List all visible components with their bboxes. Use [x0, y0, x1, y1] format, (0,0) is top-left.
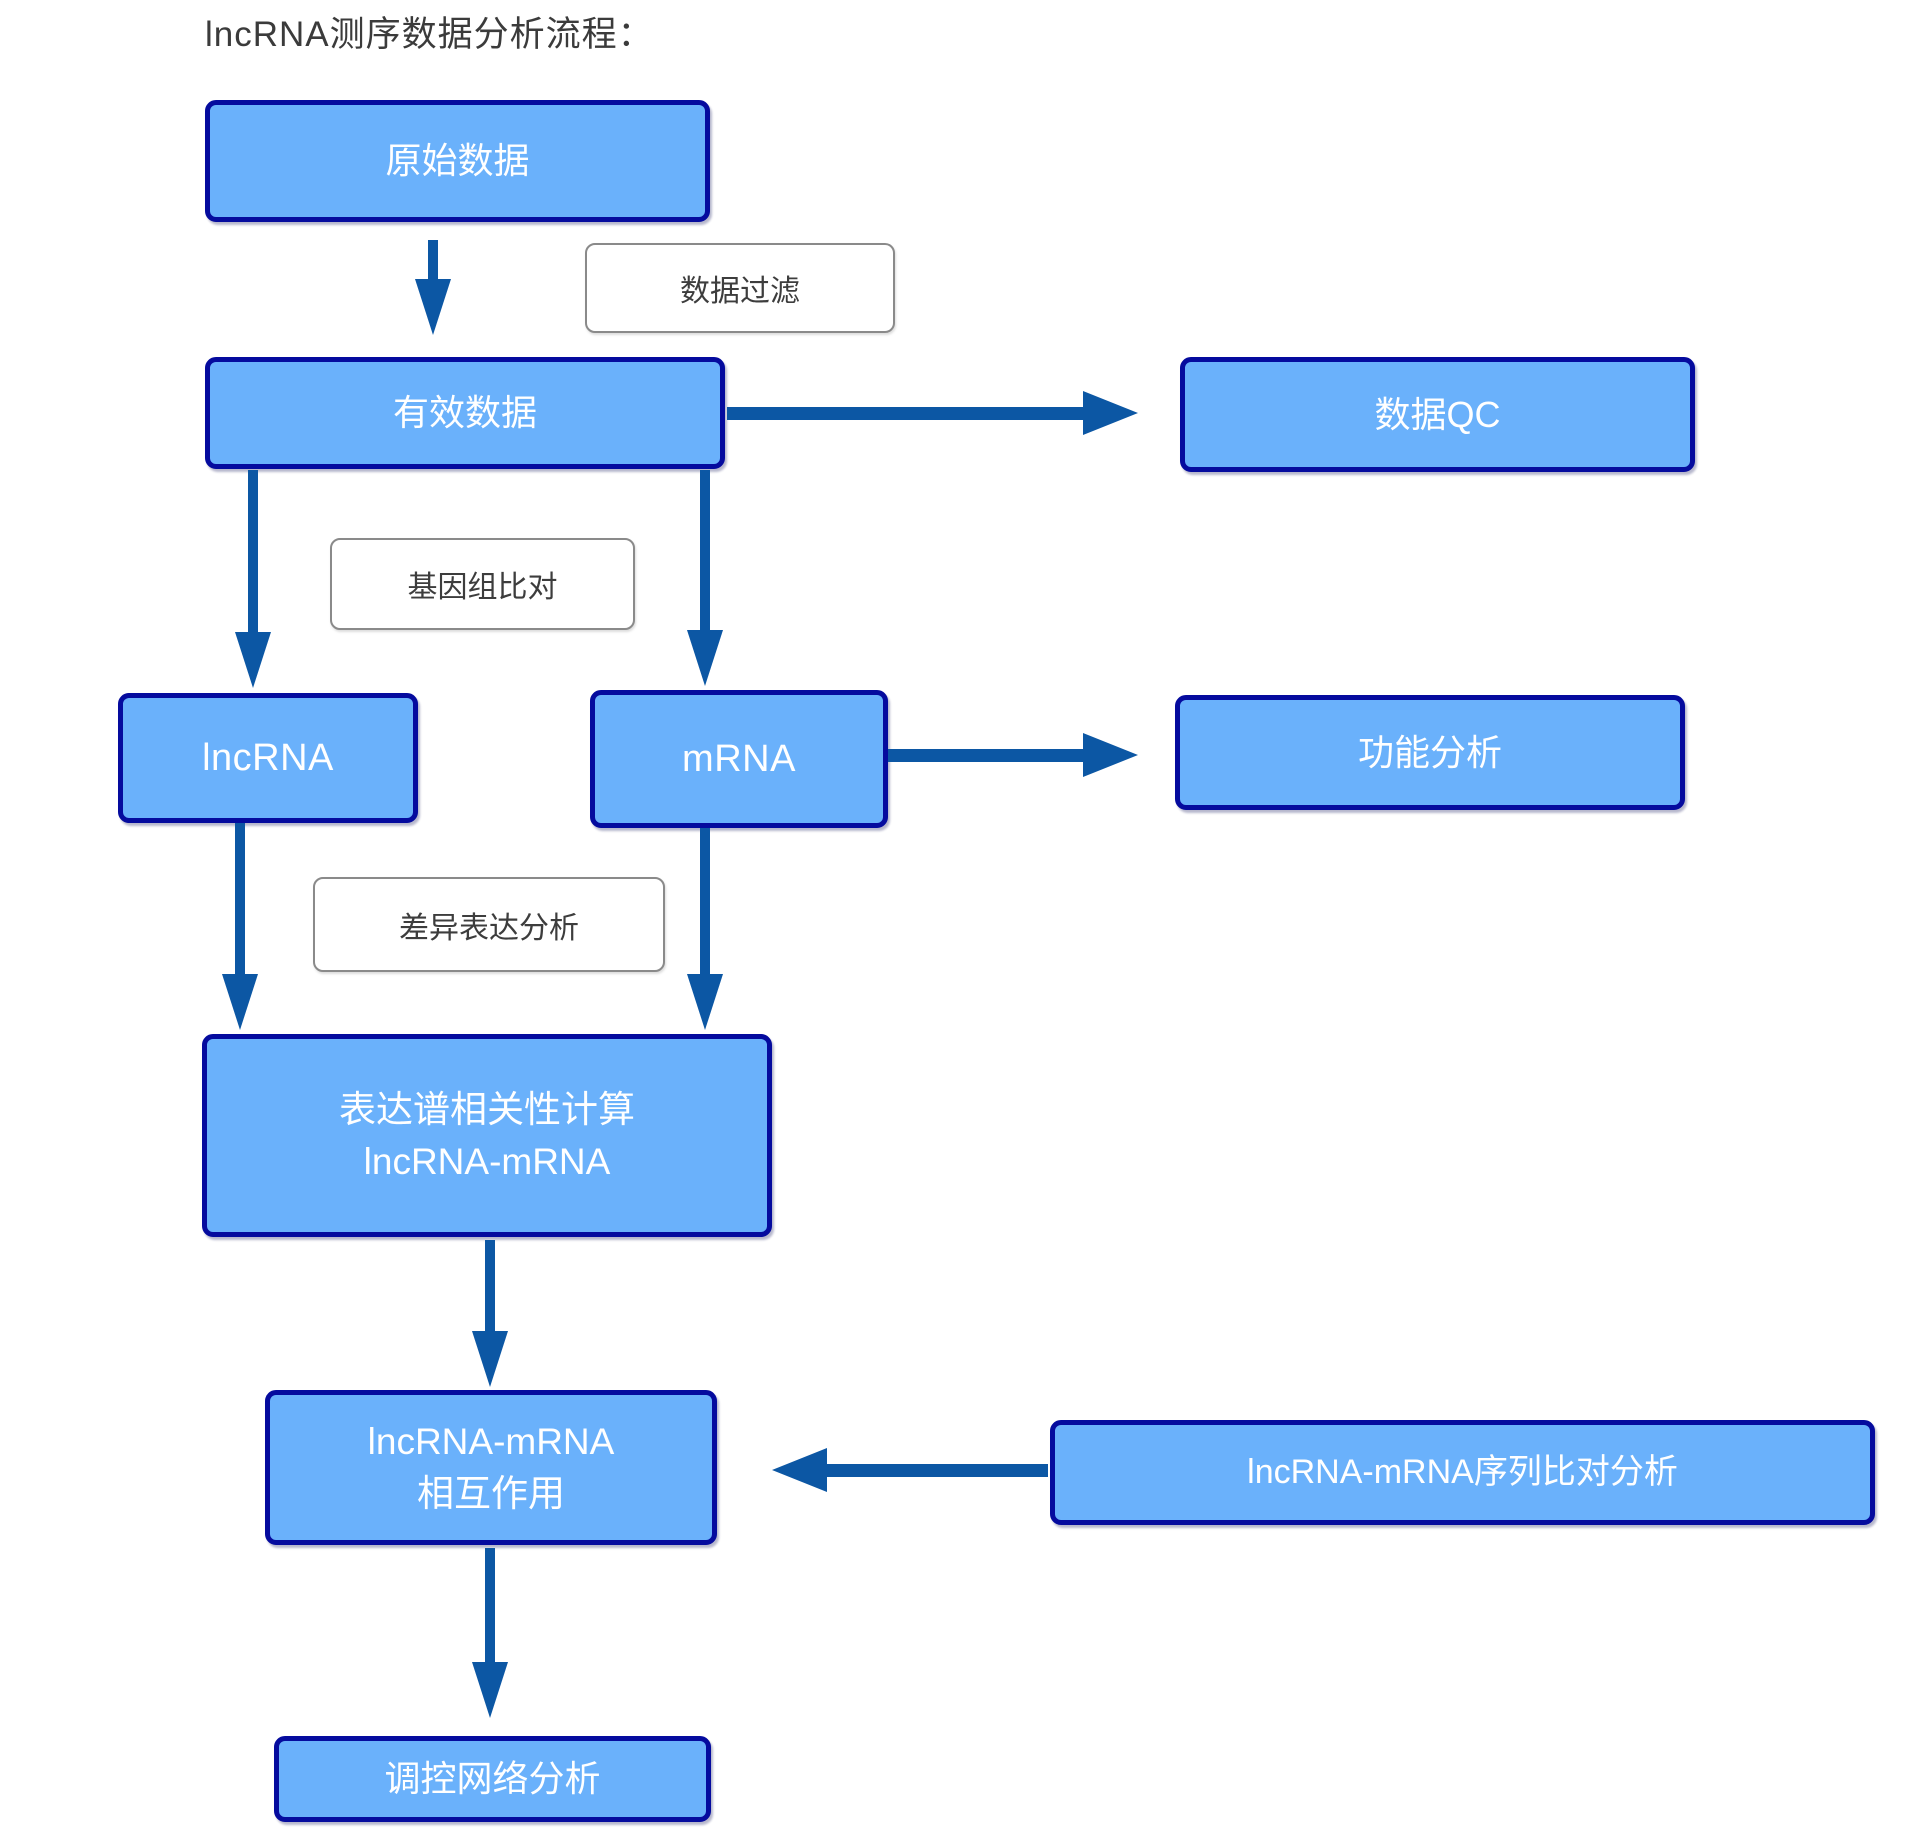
arrow-correlation-to-interaction [472, 1240, 508, 1387]
arrow-raw-to-valid [415, 240, 451, 335]
arrow-head [687, 974, 723, 1030]
edge-label-text: 基因组比对 [407, 571, 558, 604]
node-valid-data: 有效数据 [205, 357, 725, 469]
arrow-valid-to-lncrna [235, 470, 271, 688]
node-regulatory-network-analysis: 调控网络分析 [274, 1736, 711, 1822]
node-functional-analysis: 功能分析 [1175, 695, 1685, 810]
arrow-head [472, 1331, 508, 1387]
arrow-head [415, 279, 451, 335]
node-sequence-alignment-analysis: lncRNA-mRNA序列比对分析 [1050, 1420, 1875, 1525]
node-label: lncRNA [202, 736, 334, 779]
arrow-shaft [827, 1463, 1048, 1477]
arrow-valid-to-mrna [687, 470, 723, 686]
node-lncrna-mrna-interaction: lncRNA-mRNA 相互作用 [265, 1390, 717, 1545]
node-label: 数据QC [1374, 393, 1501, 435]
edge-label-text: 差异表达分析 [399, 911, 579, 945]
node-label: 原始数据 [385, 140, 530, 182]
node-expression-correlation: 表达谱相关性计算 lncRNA-mRNA [202, 1034, 772, 1237]
arrow-mrna-to-functional [888, 733, 1138, 777]
arrow-shaft [235, 823, 245, 974]
arrow-head [222, 974, 258, 1030]
arrow-head [472, 1662, 508, 1718]
arrow-shaft [485, 1548, 495, 1662]
arrow-interaction-to-network [472, 1548, 508, 1718]
arrow-shaft [248, 470, 258, 632]
arrow-lncrna-to-correlation [222, 823, 258, 1030]
node-label-line1: 表达谱相关性计算 [339, 1089, 635, 1131]
arrow-mrna-to-correlation [687, 828, 723, 1030]
node-raw-data: 原始数据 [205, 100, 710, 222]
edge-label-differential-expression: 差异表达分析 [313, 877, 665, 972]
node-lncrna: lncRNA [118, 693, 418, 823]
arrow-shaft [700, 828, 710, 974]
node-label: 调控网络分析 [384, 1758, 601, 1800]
node-label: 有效数据 [392, 392, 537, 434]
node-label-line2: lncRNA-mRNA [363, 1140, 611, 1182]
arrow-seqalign-to-interaction [772, 1448, 1048, 1492]
node-label: 功能分析 [1357, 731, 1502, 773]
arrow-head [1083, 733, 1138, 777]
edge-label-data-filter: 数据过滤 [585, 243, 895, 333]
diagram-title: lncRNA测序数据分析流程： [205, 15, 654, 54]
arrow-valid-to-qc [727, 391, 1138, 435]
edge-label-text: 数据过滤 [680, 275, 800, 308]
arrow-shaft [485, 1240, 495, 1331]
node-data-qc: 数据QC [1180, 357, 1695, 472]
arrow-head [687, 630, 723, 686]
node-label-line1: lncRNA-mRNA [367, 1421, 615, 1463]
arrow-shaft [700, 470, 710, 630]
arrow-shaft [727, 406, 1083, 420]
node-mrna: mRNA [590, 690, 888, 828]
arrow-head [235, 632, 271, 688]
node-label-line2: 相互作用 [417, 1472, 565, 1514]
node-label: lncRNA-mRNA序列比对分析 [1247, 1453, 1678, 1492]
edge-label-genome-alignment: 基因组比对 [330, 538, 635, 630]
arrow-head [1083, 391, 1138, 435]
arrow-head [772, 1448, 827, 1492]
node-label: mRNA [682, 737, 796, 780]
arrow-shaft [428, 240, 438, 279]
arrow-shaft [888, 748, 1083, 762]
